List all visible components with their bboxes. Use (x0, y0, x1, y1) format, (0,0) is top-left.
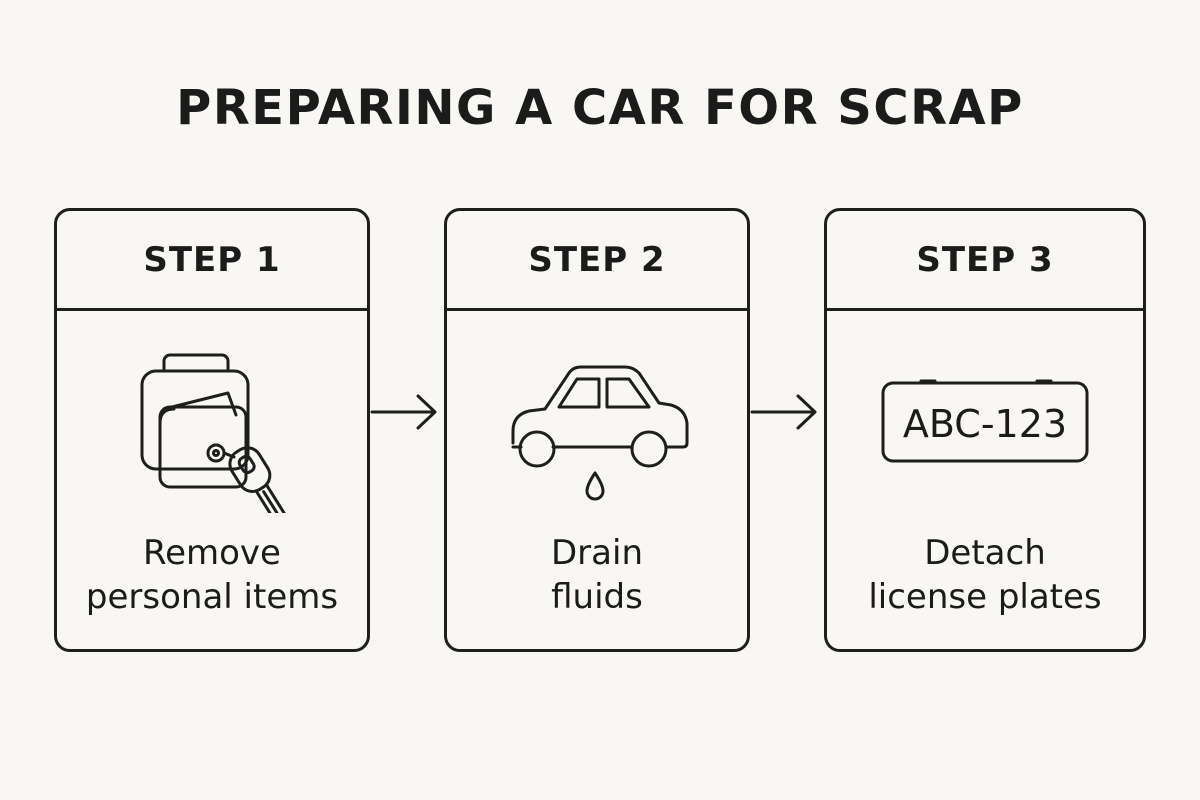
step-header-3: STEP 3 (827, 211, 1143, 311)
arrow-right-icon (750, 394, 817, 430)
license-plate-icon: ABC-123 (827, 371, 1143, 541)
step-text-2-line-1: Drain (551, 533, 643, 573)
step-text-1: Remove personal items (57, 531, 367, 619)
arrow-right-icon (370, 394, 437, 430)
car-drip-icon (447, 343, 747, 513)
step-card-3: STEP 3 ABC-123 Detach license plates (824, 208, 1146, 652)
step-text-3-line-1: Detach (924, 533, 1046, 573)
step-header-1: STEP 1 (57, 211, 367, 311)
step-text-2: Drain fluids (447, 531, 747, 619)
step-text-1-line-1: Remove (143, 533, 281, 573)
plate-text: ABC-123 (903, 402, 1067, 446)
step-card-2: STEP 2 Drain fluids (444, 208, 750, 652)
step-text-2-line-2: fluids (551, 577, 643, 617)
step-text-3-line-2: license plates (868, 577, 1102, 617)
step-card-1: STEP 1 Remove personal items (54, 208, 370, 652)
page-title: PREPARING A CAR FOR SCRAP (176, 80, 1024, 136)
step-header-2: STEP 2 (447, 211, 747, 311)
step-text-3: Detach license plates (827, 531, 1143, 619)
step-text-1-line-2: personal items (85, 577, 339, 617)
bag-wallet-key-icon (57, 343, 367, 513)
